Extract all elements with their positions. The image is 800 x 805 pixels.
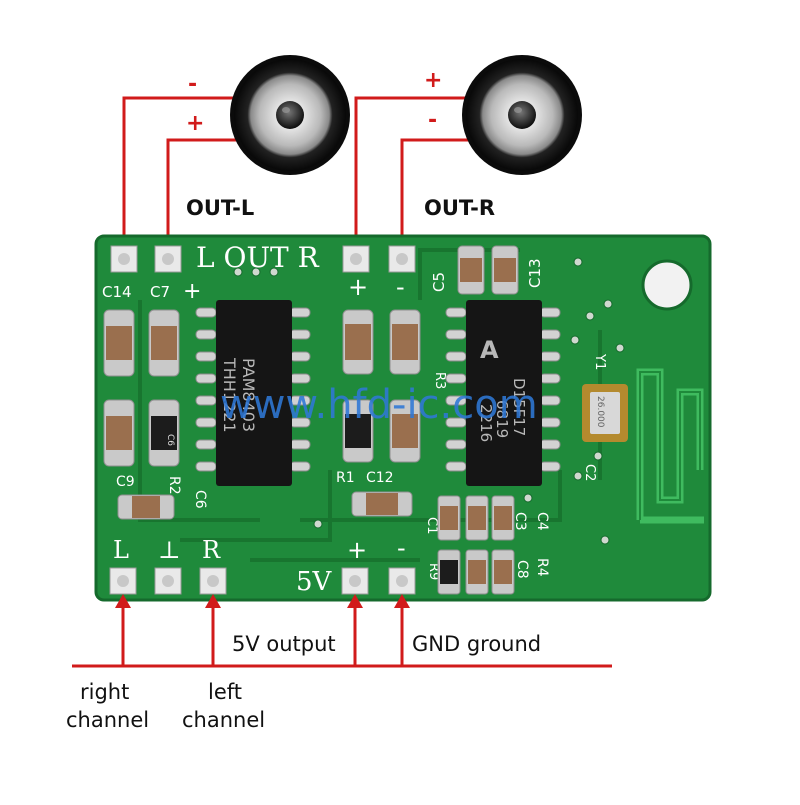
ref-c8: C8	[514, 560, 530, 579]
chip-pin	[289, 329, 311, 340]
chip2-line1: D15F17	[510, 378, 528, 436]
arrow-heads	[115, 594, 410, 608]
chip2-line3: 2216	[477, 404, 495, 442]
silk-bottom-gnd: ⊥	[158, 536, 181, 564]
sign-r-plus: +	[424, 68, 443, 93]
label-5v-output: 5V output	[232, 632, 336, 656]
ref-c3: C3	[512, 512, 528, 531]
ref-c9: C9	[116, 474, 135, 490]
chip-pin	[539, 417, 561, 428]
chip-pin	[445, 329, 467, 340]
chip-pin	[289, 461, 311, 472]
sign-r-minus: -	[428, 108, 438, 133]
silk-minus-r: -	[396, 273, 405, 301]
chip-pin	[195, 417, 217, 428]
cap-mark: C6	[165, 434, 175, 446]
top-pads	[110, 245, 416, 273]
ref-c4: C4	[534, 512, 550, 531]
ref-c5: C5	[430, 272, 448, 292]
silk-plus-r: +	[348, 273, 368, 301]
ref-c13: C13	[526, 258, 544, 288]
speaker-left-icon	[230, 55, 350, 175]
chip-pin	[289, 351, 311, 362]
ref-c6: C6	[192, 490, 208, 509]
wire-l-minus	[122, 96, 240, 242]
chip-pin	[539, 439, 561, 450]
label-left-channel-2: channel	[182, 708, 266, 732]
ref-c1: C1	[424, 517, 439, 534]
chip-pin	[195, 329, 217, 340]
ref-c12: C12	[366, 470, 394, 486]
chip2-logo: A	[480, 336, 499, 364]
chip-pin	[289, 307, 311, 318]
pcb-board: L OUT R + + - L ⊥ R 5V + - C14 C7 C5 C13…	[94, 234, 712, 602]
ref-r9: R9	[426, 563, 441, 580]
silk-plus-l: +	[183, 279, 201, 304]
chip-pin	[539, 351, 561, 362]
label-out-r: OUT-R	[424, 196, 496, 220]
sign-l-plus: +	[186, 111, 205, 136]
ref-r4: R4	[534, 558, 550, 577]
mounting-hole	[641, 259, 693, 311]
wire-r-plus	[354, 96, 472, 242]
chip-pin	[195, 307, 217, 318]
chip-pin	[195, 351, 217, 362]
chip-pin	[195, 439, 217, 450]
speaker-right-icon	[462, 55, 582, 175]
silk-bottom-plus: +	[347, 536, 367, 564]
ref-y1: Y1	[592, 353, 607, 370]
sign-l-minus: -	[188, 72, 198, 97]
silk-header: L OUT R	[196, 241, 320, 274]
chip-amplifier: PAM8403 THH1221	[195, 300, 311, 486]
crystal-text: 26.000	[595, 396, 605, 428]
chip-pin	[539, 307, 561, 318]
chip-pin	[445, 307, 467, 318]
chip1-line2: THH1221	[220, 357, 239, 433]
chip-pin	[539, 461, 561, 472]
label-out-l: OUT-L	[186, 196, 255, 220]
chip-pin	[445, 461, 467, 472]
label-right-channel-2: channel	[66, 708, 150, 732]
chip2-line2: 6819	[493, 400, 511, 438]
silk-bottom-l: L	[113, 536, 129, 564]
smd-components: C6	[103, 245, 519, 595]
crystal-oscillator: 26.000	[582, 384, 628, 442]
bottom-pads	[109, 567, 416, 595]
ref-r1: R1	[336, 470, 355, 486]
wire-l-plus	[166, 138, 240, 242]
ref-r3: R3	[432, 372, 447, 389]
pcb-vias	[233, 257, 625, 545]
ref-designators: C14 C7 C5 C13 C9 R2 C6 R1 C12 C4 C3 R4 C…	[102, 258, 607, 580]
chip-pin	[195, 373, 217, 384]
label-gnd-ground: GND ground	[412, 632, 542, 656]
silk-bottom-r: R	[202, 536, 221, 564]
chip-pin	[539, 329, 561, 340]
chip-pin	[195, 395, 217, 406]
ref-r2: R2	[166, 476, 182, 495]
chip-bluetooth: A D15F17 6819 2216	[445, 300, 561, 486]
wire-r-minus	[400, 138, 472, 242]
watermark: www.hfd-ic.com	[220, 382, 538, 428]
speaker-wires	[122, 96, 472, 242]
ref-c14: C14	[102, 283, 132, 301]
chip-pin	[195, 461, 217, 472]
chip-pin	[539, 395, 561, 406]
label-left-channel-1: left	[208, 680, 243, 704]
chip-pin	[289, 439, 311, 450]
input-wires	[72, 604, 612, 668]
silk-bottom-minus: -	[397, 534, 406, 562]
label-right-channel-1: right	[80, 680, 130, 704]
chip-pin	[445, 439, 467, 450]
ref-c2: C2	[582, 464, 597, 481]
chip-pin	[539, 373, 561, 384]
chip-pin	[445, 351, 467, 362]
chip1-line1: PAM8403	[239, 358, 258, 432]
silk-bottom-5v: 5V	[296, 567, 333, 597]
ref-c7: C7	[150, 283, 170, 301]
